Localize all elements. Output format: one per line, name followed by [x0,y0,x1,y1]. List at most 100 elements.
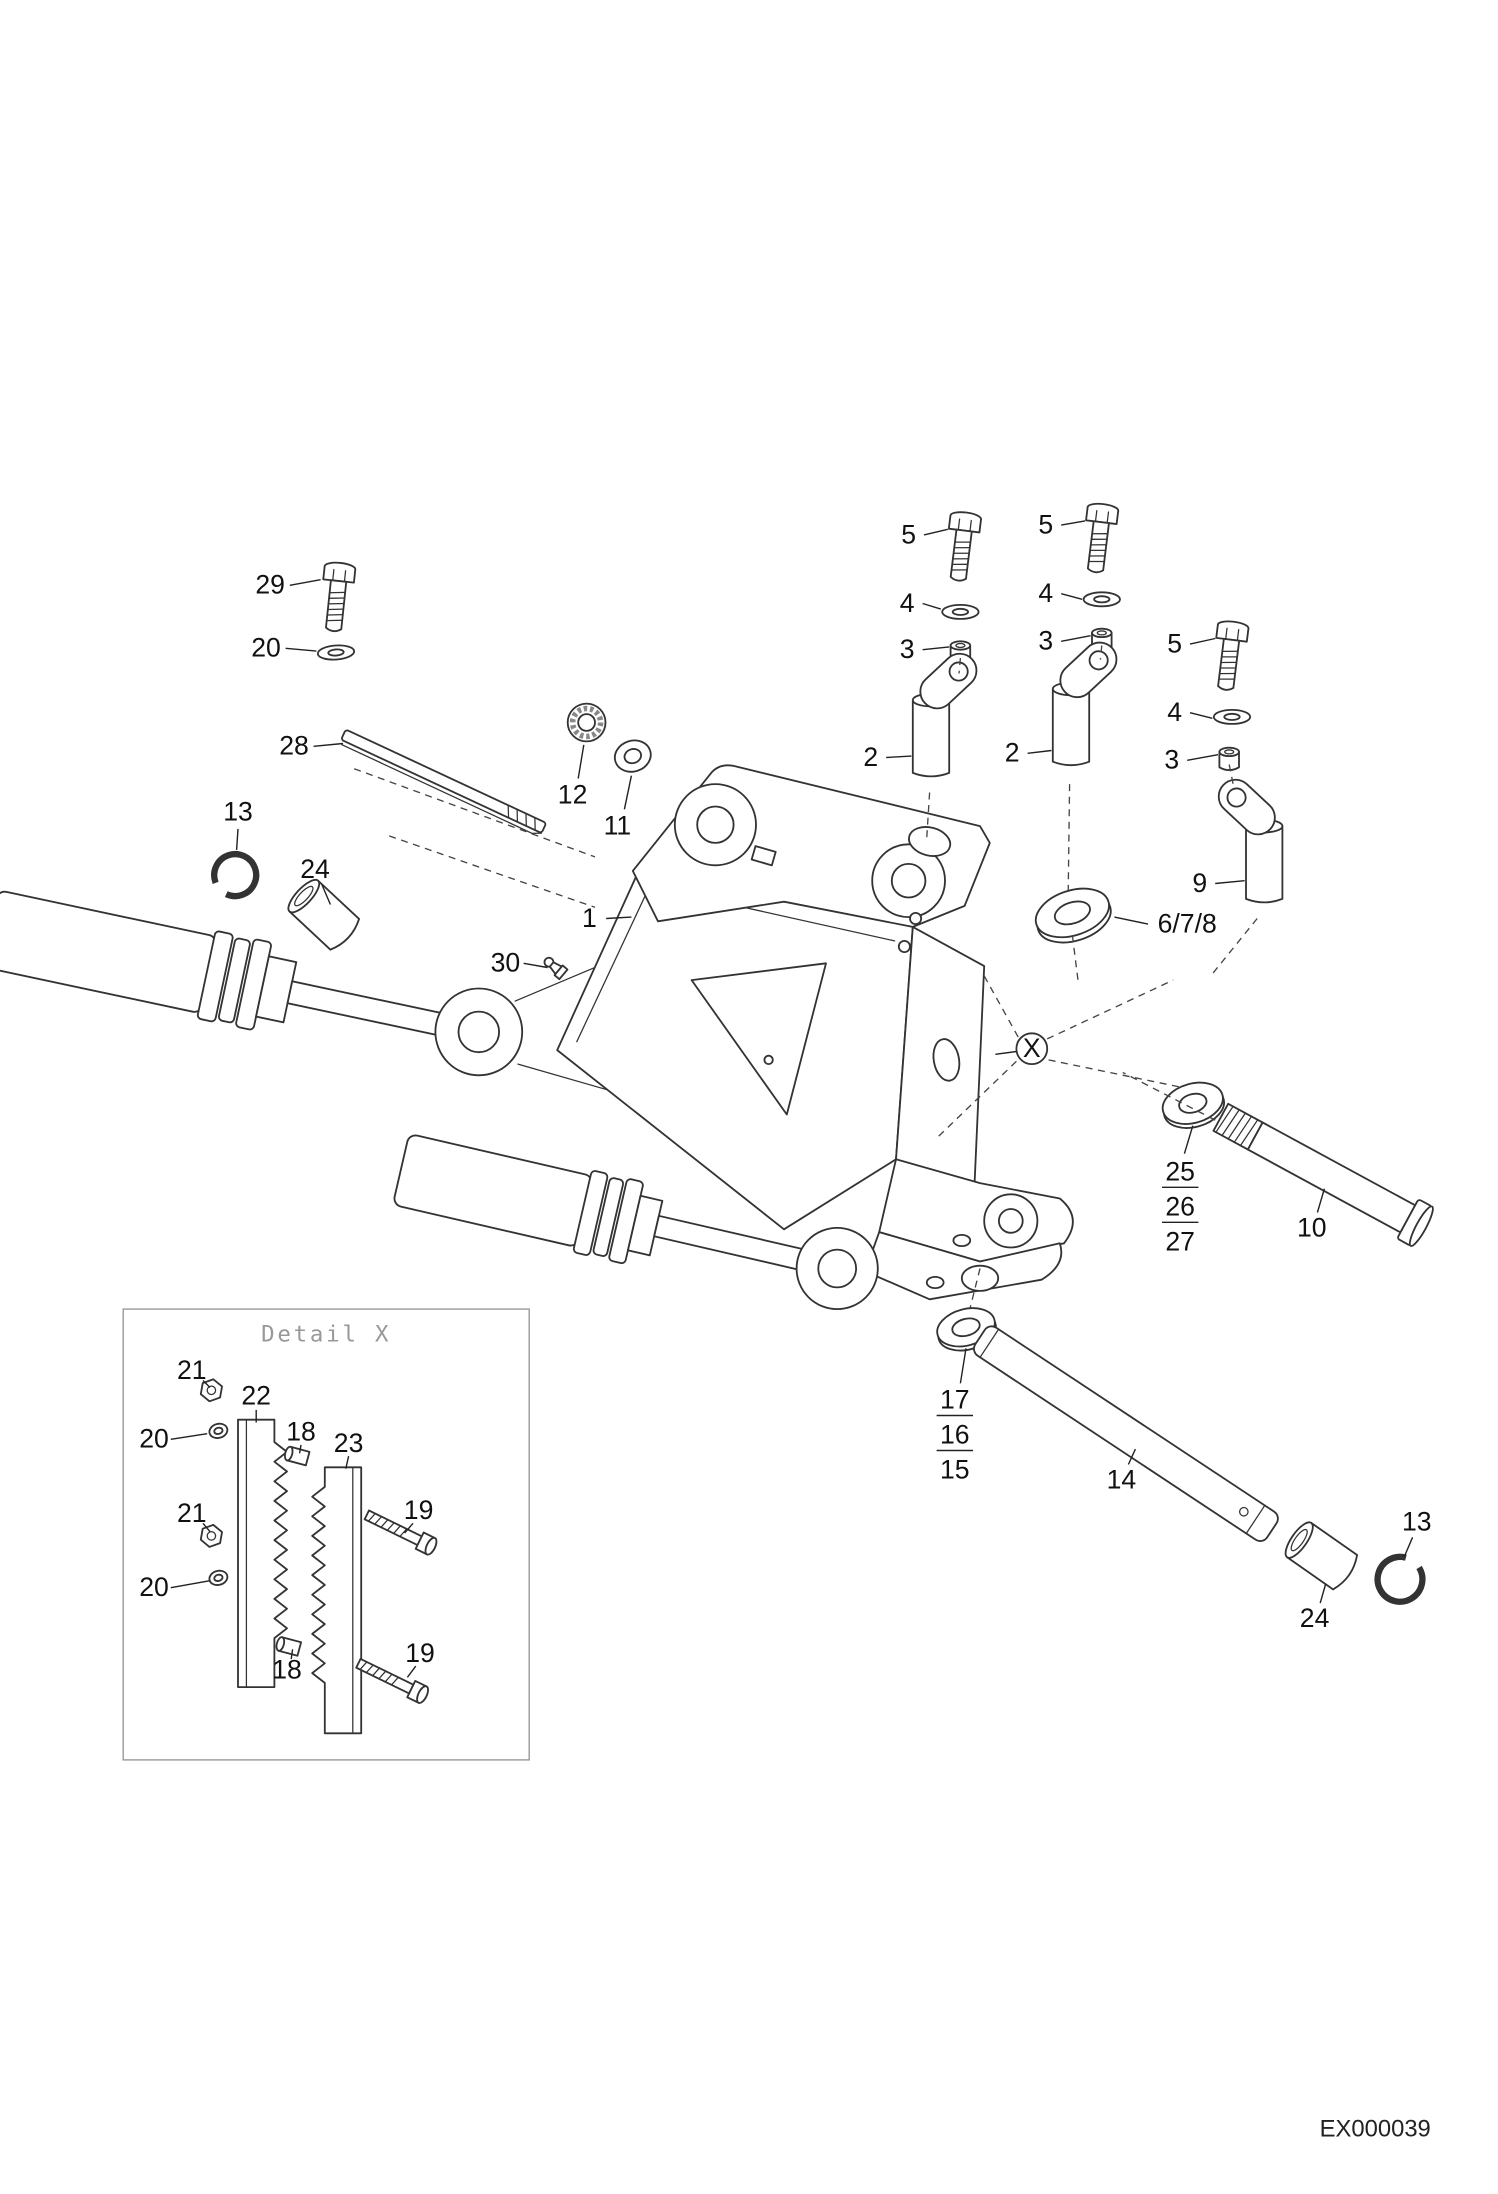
callout-10: 10 [1297,1212,1327,1242]
pin-2-a [911,645,985,778]
drawing-code: EX000039 [1320,2116,1431,2143]
callout-leader-20 [285,647,317,652]
callout-leader-20 [170,1433,208,1440]
washer-11 [613,739,652,773]
callout-layer: 292028132412115432543254396/7/8130252627… [139,509,1431,1684]
wear-bar-28 [341,729,547,835]
callout-6/7/8: 6/7/8 [1158,908,1217,938]
callout-4: 4 [1038,578,1053,608]
callout-5: 5 [1167,628,1182,658]
callout-29: 29 [255,570,285,600]
callout-24: 24 [300,854,330,884]
callout-3: 3 [900,634,915,664]
detail-x-inset: Detail X [122,1308,530,1761]
callout-23: 23 [334,1428,364,1458]
washer-4-b [1082,591,1121,608]
callout-leader-4 [922,602,942,610]
callout-leader-5 [1061,520,1086,526]
callout-leader-18 [290,1649,294,1660]
washer-4-c [1212,708,1252,725]
pin-2-b [1051,634,1125,767]
callout-15: 15 [940,1455,970,1485]
callout-leader-13 [1403,1537,1414,1558]
callout-27: 27 [1165,1226,1195,1256]
callout-leader-23 [345,1455,350,1469]
washer-4-a [941,603,980,620]
callout-3: 3 [1038,626,1053,656]
upper-cylinder-rod-eye [434,987,524,1077]
mount-bracket [514,764,1074,1301]
callout-2: 2 [1005,738,1020,768]
callout-leader-18 [298,1444,302,1454]
pin-10 [1212,1102,1434,1247]
callout-5: 5 [901,519,916,549]
callout-19: 19 [404,1495,434,1525]
callout-leader-19 [406,1665,417,1678]
washer-20-detail-top [206,1420,230,1441]
bolt-5-c [1209,618,1250,693]
detail-x-title: Detail X [261,1321,391,1347]
callout-2: 2 [863,742,878,772]
callout-leader-13 [235,828,239,850]
callout-4: 4 [1167,697,1182,727]
callout-5: 5 [1038,509,1053,539]
callout-leader-4 [1061,593,1083,600]
callout-28: 28 [279,731,309,761]
callout-leader-12 [577,744,585,779]
nut-12 [566,702,607,743]
callout-leader-20 [170,1580,211,1589]
washer-stack-6-7-8 [1034,887,1112,944]
callout-leader-11 [623,775,633,810]
serrated-plate-23 [311,1466,363,1735]
detail-x-border [122,1308,530,1761]
callout-leader-19 [404,1522,414,1534]
callout-leader-9 [1215,880,1245,885]
callout-leader-3 [1187,754,1219,761]
callout-1: 1 [582,903,597,933]
callout-leader-10 [1316,1188,1326,1213]
callout-21: 21 [177,1498,207,1528]
callout-18: 18 [272,1655,302,1685]
callout-leader-3 [922,646,950,651]
callout-30: 30 [491,948,521,978]
snap-ring-13-left [211,850,260,900]
callout-13: 13 [223,796,253,826]
washer-20-detail-bottom [206,1567,230,1588]
callout-leader-21 [202,1522,211,1533]
x-marker-label: X [1023,1033,1041,1063]
callout-11: 11 [604,810,632,840]
callout-leader-24 [1319,1583,1327,1604]
washer-15-16-17 [936,1307,997,1352]
pin-14 [973,1325,1279,1542]
callout-16: 16 [940,1420,970,1450]
callout-leader-1 [606,916,632,920]
callout-26: 26 [1165,1191,1195,1221]
construction-dashed-lines [353,645,1258,1308]
bushing-24-right [1279,1517,1363,1594]
callout-20: 20 [251,633,281,663]
callout-leader-2 [1027,749,1052,754]
lower-cylinder-rod-eye [795,1226,879,1311]
callout-22: 22 [241,1380,271,1410]
callout-14: 14 [1107,1464,1137,1494]
callout-4: 4 [900,588,915,618]
washer-20-top [316,643,356,662]
lower-hydraulic-cylinder [393,1134,805,1271]
callout-leader-4 [1189,712,1213,719]
callout-25: 25 [1165,1156,1195,1186]
callout-leader-30 [523,962,548,969]
callout-leader-5 [923,528,948,536]
callout-12: 12 [558,780,588,810]
callout-17: 17 [940,1385,970,1415]
callout-9: 9 [1192,868,1207,898]
callout-leader-29 [289,579,321,586]
upper-hydraulic-cylinder [0,890,447,1037]
callout-21: 21 [177,1355,207,1385]
callout-13: 13 [1402,1506,1432,1536]
serrated-plate-22 [237,1418,288,1689]
callout-leader-6/7/8 [1114,916,1149,925]
x-marker: X [1015,1032,1049,1066]
callout-leader-2 [886,755,912,759]
